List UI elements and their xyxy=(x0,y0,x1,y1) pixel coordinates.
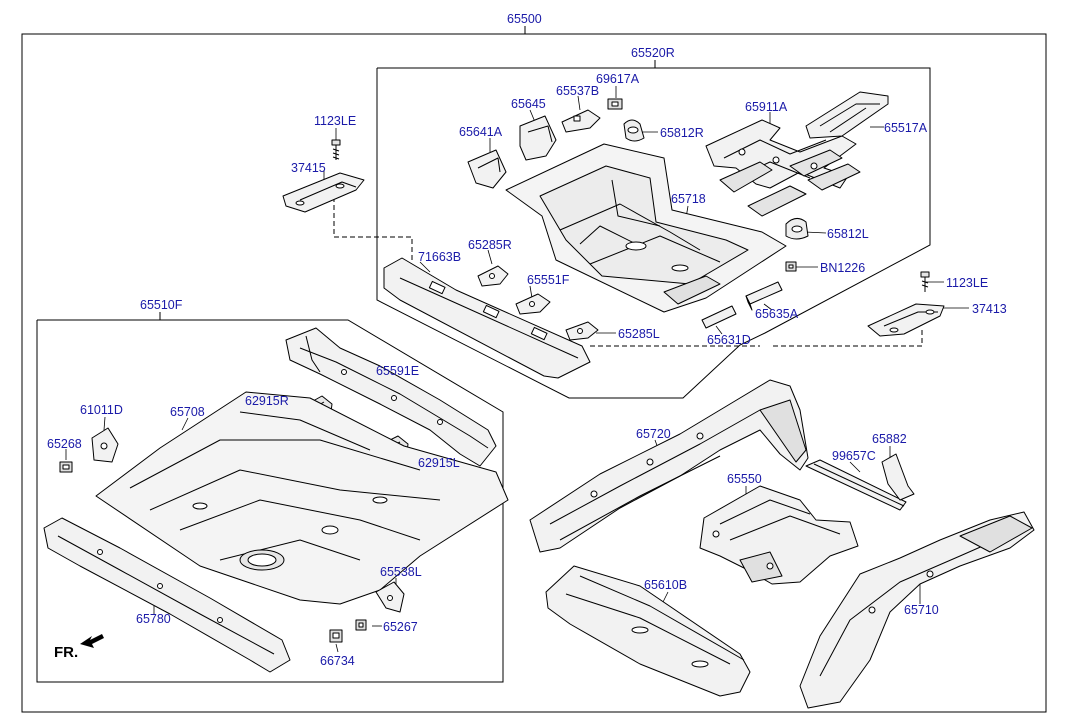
label-1123LE-b: 1123LE xyxy=(946,276,989,290)
part-65551F xyxy=(515,293,551,315)
part-99657C xyxy=(805,459,907,511)
part-65285R xyxy=(477,265,509,287)
subframe-65510F xyxy=(36,319,504,683)
label-37413: 37413 xyxy=(972,302,1007,316)
label-65720: 65720 xyxy=(636,427,671,441)
part-65812R xyxy=(623,119,645,142)
label-62915L: 62915L xyxy=(418,456,460,470)
label-BN1226: BN1226 xyxy=(820,261,866,275)
part-65812L xyxy=(785,218,809,240)
part-65610B xyxy=(545,565,751,697)
label-65268: 65268 xyxy=(47,437,82,451)
outer-frame xyxy=(21,33,1047,713)
label-65645: 65645 xyxy=(511,97,546,111)
label-65538L: 65538L xyxy=(380,565,422,579)
label-62915R: 62915R xyxy=(245,394,289,408)
part-65635A xyxy=(745,281,783,311)
label-65812L: 65812L xyxy=(827,227,869,241)
label-65591E: 65591E xyxy=(376,364,420,378)
part-71663B xyxy=(383,257,591,379)
label-69617A: 69617A xyxy=(596,72,640,86)
label-65710: 65710 xyxy=(904,603,939,617)
label-61011D: 61011D xyxy=(80,403,123,417)
part-65631D xyxy=(701,305,737,329)
label-65641A: 65641A xyxy=(459,125,503,139)
label-71663B: 71663B xyxy=(418,250,462,264)
part-65911A xyxy=(705,119,861,217)
part-65550 xyxy=(699,485,859,585)
label-65550: 65550 xyxy=(727,472,762,486)
part-65641A xyxy=(467,149,507,189)
part-65720 xyxy=(529,379,809,553)
label-65911A: 65911A xyxy=(745,100,788,114)
part-BN1226 xyxy=(785,261,797,272)
part-65285L xyxy=(565,321,599,341)
label-65537B: 65537B xyxy=(556,84,600,98)
part-65517A xyxy=(805,91,889,139)
dashed-connector-37413 xyxy=(770,330,923,347)
label-65780: 65780 xyxy=(136,612,171,626)
label-1123LE-a: 1123LE xyxy=(314,114,357,128)
label-65635A: 65635A xyxy=(755,307,799,321)
label-65510F: 65510F xyxy=(140,298,183,312)
part-61011D xyxy=(91,427,119,463)
part-65267 xyxy=(355,619,367,631)
label-65520R: 65520R xyxy=(631,46,675,60)
label-65882: 65882 xyxy=(872,432,907,446)
part-65708 xyxy=(95,391,509,605)
label-65551F: 65551F xyxy=(527,273,570,287)
part-65710 xyxy=(799,511,1035,709)
dashed-connector-37415 xyxy=(333,197,413,262)
part-65645 xyxy=(519,115,557,161)
part-1123LE-bolt-a xyxy=(331,139,341,160)
label-65517A: 65517A xyxy=(884,121,928,135)
part-65268 xyxy=(59,461,73,473)
part-65591E xyxy=(285,327,497,467)
front-indicator-label: FR. xyxy=(54,644,79,661)
label-65812R: 65812R xyxy=(660,126,704,140)
part-65538L xyxy=(375,581,405,613)
part-65718 xyxy=(505,143,787,313)
part-65882 xyxy=(881,453,915,501)
arrow-icon xyxy=(80,634,104,648)
subframe-65520R xyxy=(376,67,931,399)
label-65610B: 65610B xyxy=(644,578,688,592)
label-37415: 37415 xyxy=(291,161,326,175)
part-37415 xyxy=(282,172,365,213)
part-65780 xyxy=(43,517,291,673)
label-99657C: 99657C xyxy=(832,449,876,463)
part-69617A xyxy=(607,98,623,110)
label-65500: 65500 xyxy=(507,12,542,26)
part-65537B xyxy=(561,109,601,133)
part-66734 xyxy=(329,629,343,643)
label-65285L: 65285L xyxy=(618,327,660,341)
part-37413 xyxy=(867,303,945,337)
label-66734: 66734 xyxy=(320,654,355,668)
label-65267: 65267 xyxy=(383,620,418,634)
part-1123LE-bolt-b xyxy=(920,271,930,292)
label-65631D: 65631D xyxy=(707,333,751,347)
label-65718: 65718 xyxy=(671,192,706,206)
label-65285R: 65285R xyxy=(468,238,512,252)
label-65708: 65708 xyxy=(170,405,205,419)
